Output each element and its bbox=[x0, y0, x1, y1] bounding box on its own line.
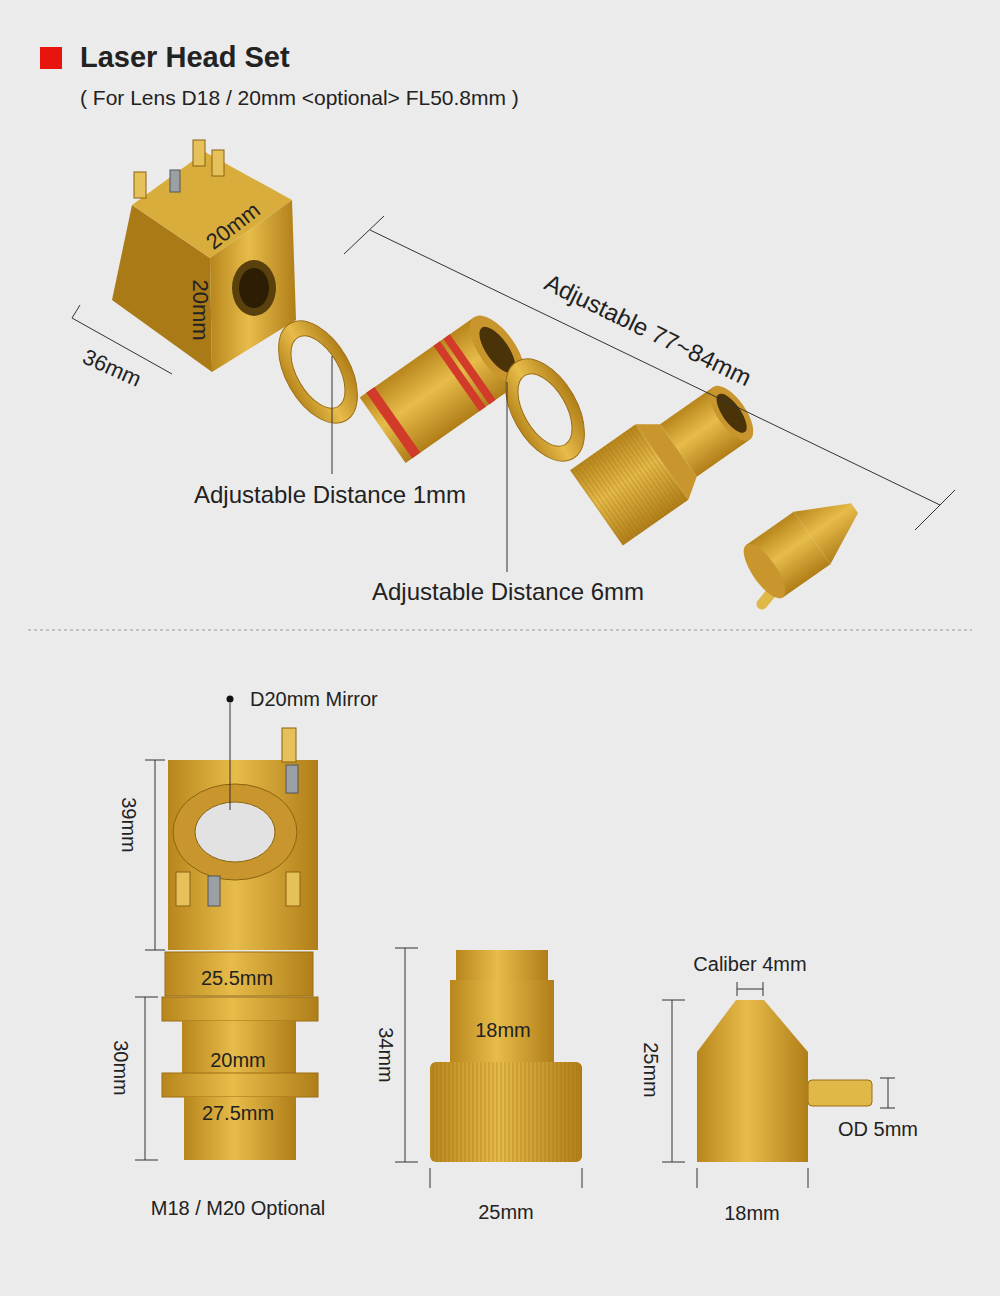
dimension-tick bbox=[145, 760, 165, 761]
dimension-label: 34mm bbox=[374, 1027, 397, 1083]
thread bbox=[184, 1097, 296, 1160]
mirror-seat bbox=[173, 784, 297, 880]
head-block bbox=[168, 760, 318, 950]
ring-inner bbox=[280, 327, 356, 417]
dimension-tick bbox=[915, 490, 955, 530]
holder-knurl bbox=[430, 1062, 582, 1162]
dimension-label: Adjustable 77~84mm bbox=[540, 268, 756, 391]
screw bbox=[193, 140, 205, 166]
lock-ring bbox=[262, 308, 373, 437]
ring-outer bbox=[262, 308, 373, 437]
dimension-tick bbox=[662, 1000, 685, 1001]
nozzle-cone bbox=[697, 1000, 808, 1052]
mount-hole-inner bbox=[239, 268, 269, 308]
dimension-tick bbox=[395, 1162, 418, 1163]
dimension-label: 20mm bbox=[210, 1049, 266, 1072]
nut bbox=[162, 997, 318, 1021]
nozzle-holder bbox=[570, 368, 769, 546]
screw bbox=[176, 872, 190, 906]
dimension-tick bbox=[135, 997, 158, 998]
dimension-label: Caliber 4mm bbox=[693, 953, 806, 976]
dimension-label: 18mm bbox=[475, 1019, 531, 1042]
dimension-tick bbox=[430, 1168, 431, 1188]
dimension-label: 18mm bbox=[724, 1202, 780, 1225]
dimension-label: 39mm bbox=[117, 797, 140, 853]
dimension-tick bbox=[145, 950, 165, 951]
nozzle-cone bbox=[794, 482, 873, 564]
leader-line bbox=[230, 703, 231, 810]
dimension-tick bbox=[344, 216, 384, 254]
air-pin bbox=[808, 1080, 872, 1106]
callout-dot bbox=[227, 696, 234, 703]
title-marker bbox=[40, 47, 62, 69]
ring-outer bbox=[489, 346, 600, 475]
dimension-line bbox=[155, 760, 156, 950]
screw bbox=[134, 172, 146, 198]
screw bbox=[286, 872, 300, 906]
dimension-label: 36mm bbox=[79, 344, 145, 392]
holder-thread bbox=[456, 950, 548, 980]
dimension-line bbox=[145, 997, 146, 1160]
dimension-line bbox=[370, 230, 940, 505]
dimension-label: 25mm bbox=[639, 1042, 662, 1098]
leader-line bbox=[332, 356, 333, 474]
lock-ring bbox=[489, 346, 600, 475]
dimension-line bbox=[888, 1078, 889, 1108]
spring bbox=[286, 765, 298, 793]
nozzle bbox=[736, 482, 873, 604]
dimension-tick bbox=[135, 1160, 158, 1161]
dimension-line bbox=[405, 948, 406, 1162]
callout-label: D20mm Mirror bbox=[250, 688, 378, 711]
mirror-head-front bbox=[162, 728, 318, 1160]
tube bbox=[182, 1021, 296, 1073]
title: Laser Head Set bbox=[80, 41, 290, 74]
dimension-label: 25.5mm bbox=[201, 967, 273, 990]
thread-label: M18 / M20 Optional bbox=[151, 1197, 326, 1220]
holder-end bbox=[702, 379, 762, 447]
mirror bbox=[195, 802, 275, 862]
dimension-line bbox=[672, 1000, 673, 1162]
dimension-line bbox=[737, 989, 763, 990]
red-ring bbox=[366, 387, 420, 458]
dimension-label: 27.5mm bbox=[202, 1102, 274, 1125]
mount-hole bbox=[232, 260, 276, 316]
callout-label: Adjustable Distance 6mm bbox=[372, 578, 644, 606]
screw bbox=[282, 728, 296, 762]
nut bbox=[162, 1073, 318, 1097]
callout-label: Adjustable Distance 1mm bbox=[194, 481, 466, 509]
dimension-label: OD 5mm bbox=[838, 1118, 918, 1141]
mirror-mount bbox=[112, 140, 296, 372]
leader-line bbox=[507, 382, 508, 572]
dimension-label: 25mm bbox=[478, 1201, 534, 1224]
screw bbox=[212, 150, 224, 176]
dimension-label: 20mm bbox=[187, 279, 212, 340]
holder-knurl-texture bbox=[430, 1062, 582, 1162]
holder-neck bbox=[450, 980, 554, 1062]
spring bbox=[208, 876, 220, 906]
holder-bore bbox=[711, 389, 752, 437]
dimension-tick bbox=[697, 1168, 698, 1188]
nozzle-end bbox=[736, 538, 792, 604]
dimension-tick bbox=[662, 1162, 685, 1163]
dimension-tick bbox=[582, 1168, 583, 1188]
dimension-tick bbox=[808, 1168, 809, 1188]
nozzle-body bbox=[697, 1052, 808, 1162]
spring bbox=[170, 170, 180, 192]
dimension-tick bbox=[395, 948, 418, 949]
separator bbox=[28, 630, 972, 631]
subtitle: ( For Lens D18 / 20mm <optional> FL50.8m… bbox=[80, 86, 519, 110]
base-plate bbox=[165, 952, 313, 996]
nozzle-holder-side bbox=[430, 950, 582, 1162]
dimension-tick bbox=[72, 305, 80, 318]
ring-inner bbox=[507, 365, 583, 455]
dimension-label: 30mm bbox=[109, 1040, 132, 1096]
